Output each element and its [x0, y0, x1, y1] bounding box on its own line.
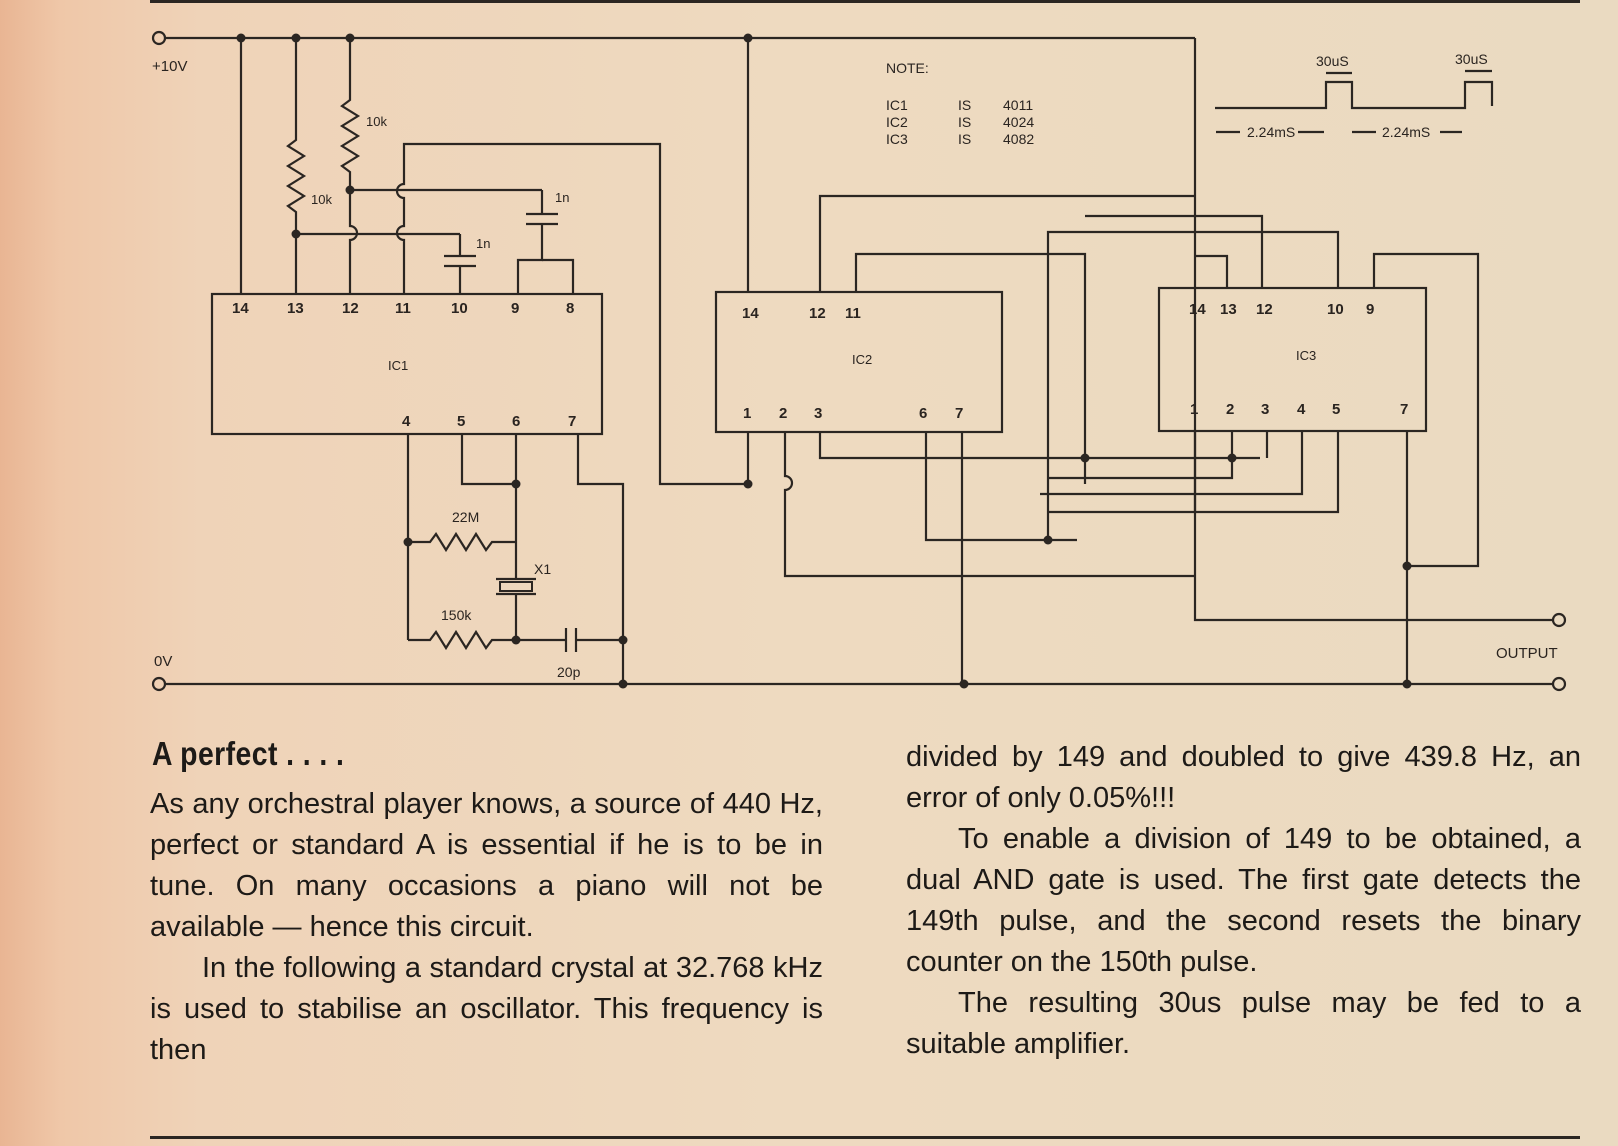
ic1-pin-9: 9	[511, 300, 519, 317]
ic3-pin-1: 1	[1190, 401, 1198, 418]
pulse-width-1-label: 30uS	[1316, 53, 1349, 69]
note-is-3: IS	[958, 131, 971, 147]
r-150k-label: 150k	[441, 607, 472, 623]
note-ic2: IC2	[886, 114, 908, 130]
r-10k-right-label: 10k	[366, 114, 387, 129]
col1-paragraph-2: In the following a standard crystal at 3…	[150, 952, 823, 1066]
ic2-pin-14: 14	[742, 305, 759, 322]
ic1-pin-5: 5	[457, 413, 465, 430]
ic3-pin-12: 12	[1256, 301, 1273, 318]
article-column-1: As any orchestral player knows, a source…	[150, 784, 823, 1071]
note-is-2: IS	[958, 114, 971, 130]
period-2-label: 2.24mS	[1382, 124, 1430, 140]
c-20p-label: 20p	[557, 664, 581, 680]
note-part-3: 4082	[1003, 131, 1034, 147]
crystal-x1	[499, 581, 533, 592]
ic1-pin-8: 8	[566, 300, 574, 317]
circuit-schematic: +10V 0V OUTPUT IC1 14 13 12	[151, 30, 1567, 692]
ic3-pin-2: 2	[1226, 401, 1234, 418]
ic2-label: IC2	[852, 352, 872, 367]
output-label: OUTPUT	[1496, 645, 1558, 662]
output-terminal	[1551, 612, 1567, 628]
ic3-label: IC3	[1296, 348, 1316, 363]
ic3-pin-7: 7	[1400, 401, 1408, 418]
ground-rail: 0V OUTPUT	[151, 612, 1567, 692]
ic1: IC1 14 13 12 11 10 9 8 4 5 6 7	[210, 38, 748, 684]
article-heading: A perfect . . . .	[152, 735, 345, 772]
ic2-pin-6: 6	[919, 405, 927, 422]
col2-paragraph-1: divided by 149 and doubled to give 439.8…	[906, 741, 1581, 814]
ic3-pin-9: 9	[1366, 301, 1374, 318]
col2-paragraph-2: To enable a division of 149 to be obtain…	[906, 823, 1581, 978]
note-part-2: 4024	[1003, 114, 1034, 130]
ic2-pin-7: 7	[955, 405, 963, 422]
supply-rail: +10V	[151, 30, 1553, 622]
note-ic3: IC3	[886, 131, 908, 147]
bottom-rule	[150, 1136, 1580, 1139]
pulse-width-2-label: 30uS	[1455, 51, 1488, 67]
output-ground-terminal	[1551, 676, 1567, 692]
ic1-pin-6: 6	[512, 413, 520, 430]
ground-terminal	[151, 676, 167, 692]
note-block: NOTE: IC1 IS 4011 IC2 IS 4024 IC3 IS 408…	[886, 60, 1034, 147]
ic2-pin-12: 12	[809, 305, 826, 322]
ic2-pin-2: 2	[779, 405, 787, 422]
c-1n-upper-label: 1n	[555, 190, 569, 205]
ic1-pin-4: 4	[402, 413, 411, 430]
ic3-pin-5: 5	[1332, 401, 1340, 418]
output-waveform: 30uS 30uS 2.24mS 2.24mS	[1215, 51, 1494, 140]
ic2-pin-3: 3	[814, 405, 822, 422]
c-1n-lower-label: 1n	[476, 236, 490, 251]
ic1-pin-13: 13	[287, 300, 304, 317]
top-rule	[150, 0, 1580, 3]
ic1-label: IC1	[388, 358, 408, 373]
period-1-label: 2.24mS	[1247, 124, 1295, 140]
r-10k-left-label: 10k	[311, 192, 332, 207]
crystal-label: X1	[534, 561, 551, 577]
note-title: NOTE:	[886, 60, 929, 76]
ic1-pin-10: 10	[451, 300, 468, 317]
ic1-pin-11: 11	[395, 300, 411, 317]
ic1-pin-12: 12	[342, 300, 359, 317]
ic3-pin-14: 14	[1189, 301, 1206, 318]
ic3: IC3 14 13 12 10 9 1 2 3 4 5 7	[1040, 214, 1480, 684]
note-ic1: IC1	[886, 97, 908, 113]
ground-label: 0V	[154, 653, 172, 670]
article-column-2: divided by 149 and doubled to give 439.8…	[906, 737, 1581, 1065]
ic2-pin-11: 11	[845, 305, 861, 322]
ic3-pin-4: 4	[1297, 401, 1306, 418]
ic3-pin-13: 13	[1220, 301, 1237, 318]
ic1-pin-14: 14	[232, 300, 249, 317]
note-is-1: IS	[958, 97, 971, 113]
ic3-pin-10: 10	[1327, 301, 1344, 318]
ic1-pin-7: 7	[568, 413, 576, 430]
col1-paragraph-1: As any orchestral player knows, a source…	[150, 788, 823, 943]
ic2-pin-1: 1	[743, 405, 751, 422]
r-22m-label: 22M	[452, 509, 479, 525]
supply-label: +10V	[152, 58, 187, 75]
note-part-1: 4011	[1003, 97, 1033, 113]
col2-paragraph-3: The resulting 30us pulse may be fed to a…	[906, 987, 1581, 1060]
ic2: IC2 14 12 11 1 2 3 6 7	[714, 38, 1260, 684]
supply-terminal	[151, 30, 167, 46]
ic3-pin-3: 3	[1261, 401, 1269, 418]
